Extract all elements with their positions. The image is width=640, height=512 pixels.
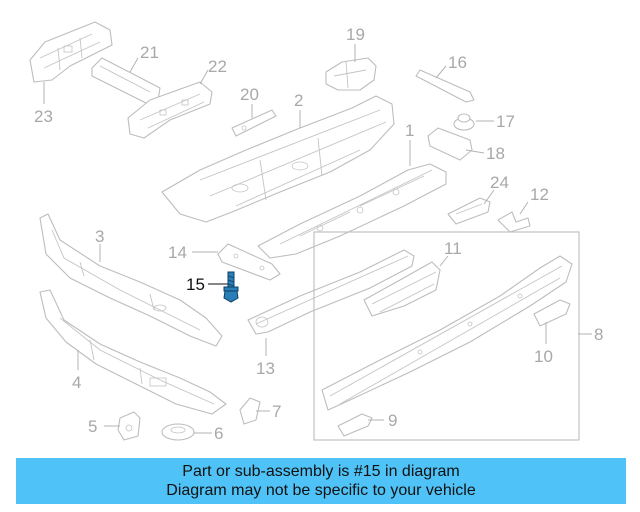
callout-23: 23 <box>34 107 53 126</box>
callout-17: 17 <box>496 112 515 131</box>
info-banner: Part or sub-assembly is #15 in diagram D… <box>16 458 626 504</box>
part-17 <box>453 113 475 131</box>
callout-labels: 23 21 22 19 16 17 20 2 1 18 24 12 3 14 1… <box>34 25 603 443</box>
callout-8: 8 <box>594 325 603 344</box>
part-3 <box>39 213 223 347</box>
assembly-box-8 <box>313 231 580 441</box>
callout-21: 21 <box>140 43 159 62</box>
part-6 <box>161 423 195 441</box>
part-11 <box>363 261 441 317</box>
part-10 <box>533 299 571 327</box>
callout-9: 9 <box>388 411 397 430</box>
banner-line-1: Part or sub-assembly is #15 in diagram <box>182 463 460 480</box>
part-4 <box>39 289 227 415</box>
part-22 <box>127 81 213 139</box>
callout-2: 2 <box>294 91 303 110</box>
part-20 <box>231 109 277 137</box>
callout-1: 1 <box>405 121 414 140</box>
callout-7: 7 <box>272 402 281 421</box>
callout-10: 10 <box>534 347 553 366</box>
part-18 <box>427 127 473 161</box>
callout-13: 13 <box>256 359 275 378</box>
part-23 <box>29 21 113 83</box>
callout-14: 14 <box>168 243 187 262</box>
callout-5: 5 <box>88 417 97 436</box>
part-9 <box>337 413 373 437</box>
callout-16: 16 <box>448 53 467 72</box>
callout-6: 6 <box>214 424 223 443</box>
part-12 <box>497 211 531 233</box>
leader-lines <box>43 44 592 434</box>
banner-line-2: Diagram may not be specific to your vehi… <box>166 482 476 499</box>
part-13 <box>247 249 415 335</box>
part-21 <box>91 57 161 105</box>
part-16 <box>415 69 475 103</box>
callout-18: 18 <box>486 144 505 163</box>
part-1 <box>257 163 447 259</box>
part-8 <box>321 255 573 411</box>
part-19 <box>325 57 377 91</box>
part-14 <box>217 243 281 281</box>
callout-20: 20 <box>240 85 259 104</box>
bolt-icon <box>223 271 239 303</box>
callout-11: 11 <box>444 239 462 258</box>
callout-24: 24 <box>490 173 509 192</box>
part-24 <box>447 197 491 225</box>
part-5 <box>117 411 141 441</box>
callout-3: 3 <box>95 227 104 246</box>
callout-22: 22 <box>208 57 227 76</box>
callout-12: 12 <box>530 185 549 204</box>
callout-4: 4 <box>72 373 81 392</box>
callout-19: 19 <box>346 25 365 44</box>
callout-15: 15 <box>186 275 205 294</box>
part-2 <box>161 95 395 223</box>
